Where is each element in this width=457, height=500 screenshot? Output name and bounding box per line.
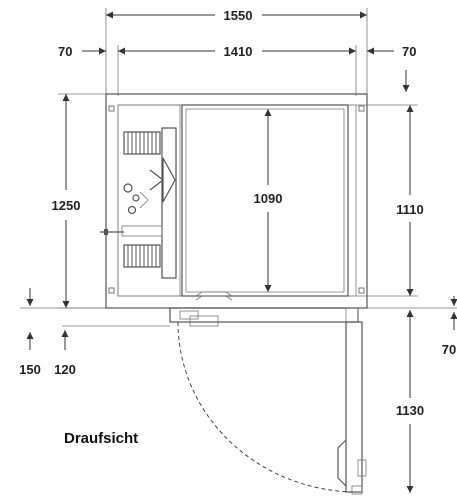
machine-compartment [100,104,181,297]
dimension-left-wall: 70 [58,44,106,59]
fan-icon [149,157,176,203]
upper-coil-fins [127,132,157,154]
dimension-1550-label: 1550 [224,8,253,23]
dimension-outer-depth: 1250 [52,94,81,308]
dimension-1090-label: 1090 [254,191,283,206]
lower-coil-fins [127,245,157,267]
dimension-right-wall: 70 [367,44,416,92]
dimension-door-swing: 1130 [396,310,424,493]
open-door [337,321,367,495]
dimension-1410-label: 1410 [224,44,253,59]
compressor-icon [123,183,133,193]
dimension-side-depth: 1110 [396,105,424,296]
dimension-right-70-label: 70 [402,44,416,59]
cabinet-body [105,93,368,309]
dimension-150-label: 150 [19,362,41,377]
door-swing-arc [177,321,355,493]
dimension-1110-label: 1110 [396,202,424,217]
dimension-bottom-left-offsets: 150 120 [19,288,76,377]
dimension-inner-width: 1410 [118,44,356,59]
dimension-120-label: 120 [54,362,76,377]
dimension-left-70-label: 70 [58,44,72,59]
dimension-inner-depth: 1090 [254,109,283,292]
view-title: Draufsicht [64,430,138,447]
dimension-1130-label: 1130 [396,403,424,418]
dimension-bottom-70-label: 70 [442,342,456,357]
dimension-1250-label: 1250 [52,198,81,213]
door-base [169,307,359,327]
dimension-bottom-right-offset: 70 [442,296,457,357]
dimension-overall-width: 1550 [106,8,367,23]
